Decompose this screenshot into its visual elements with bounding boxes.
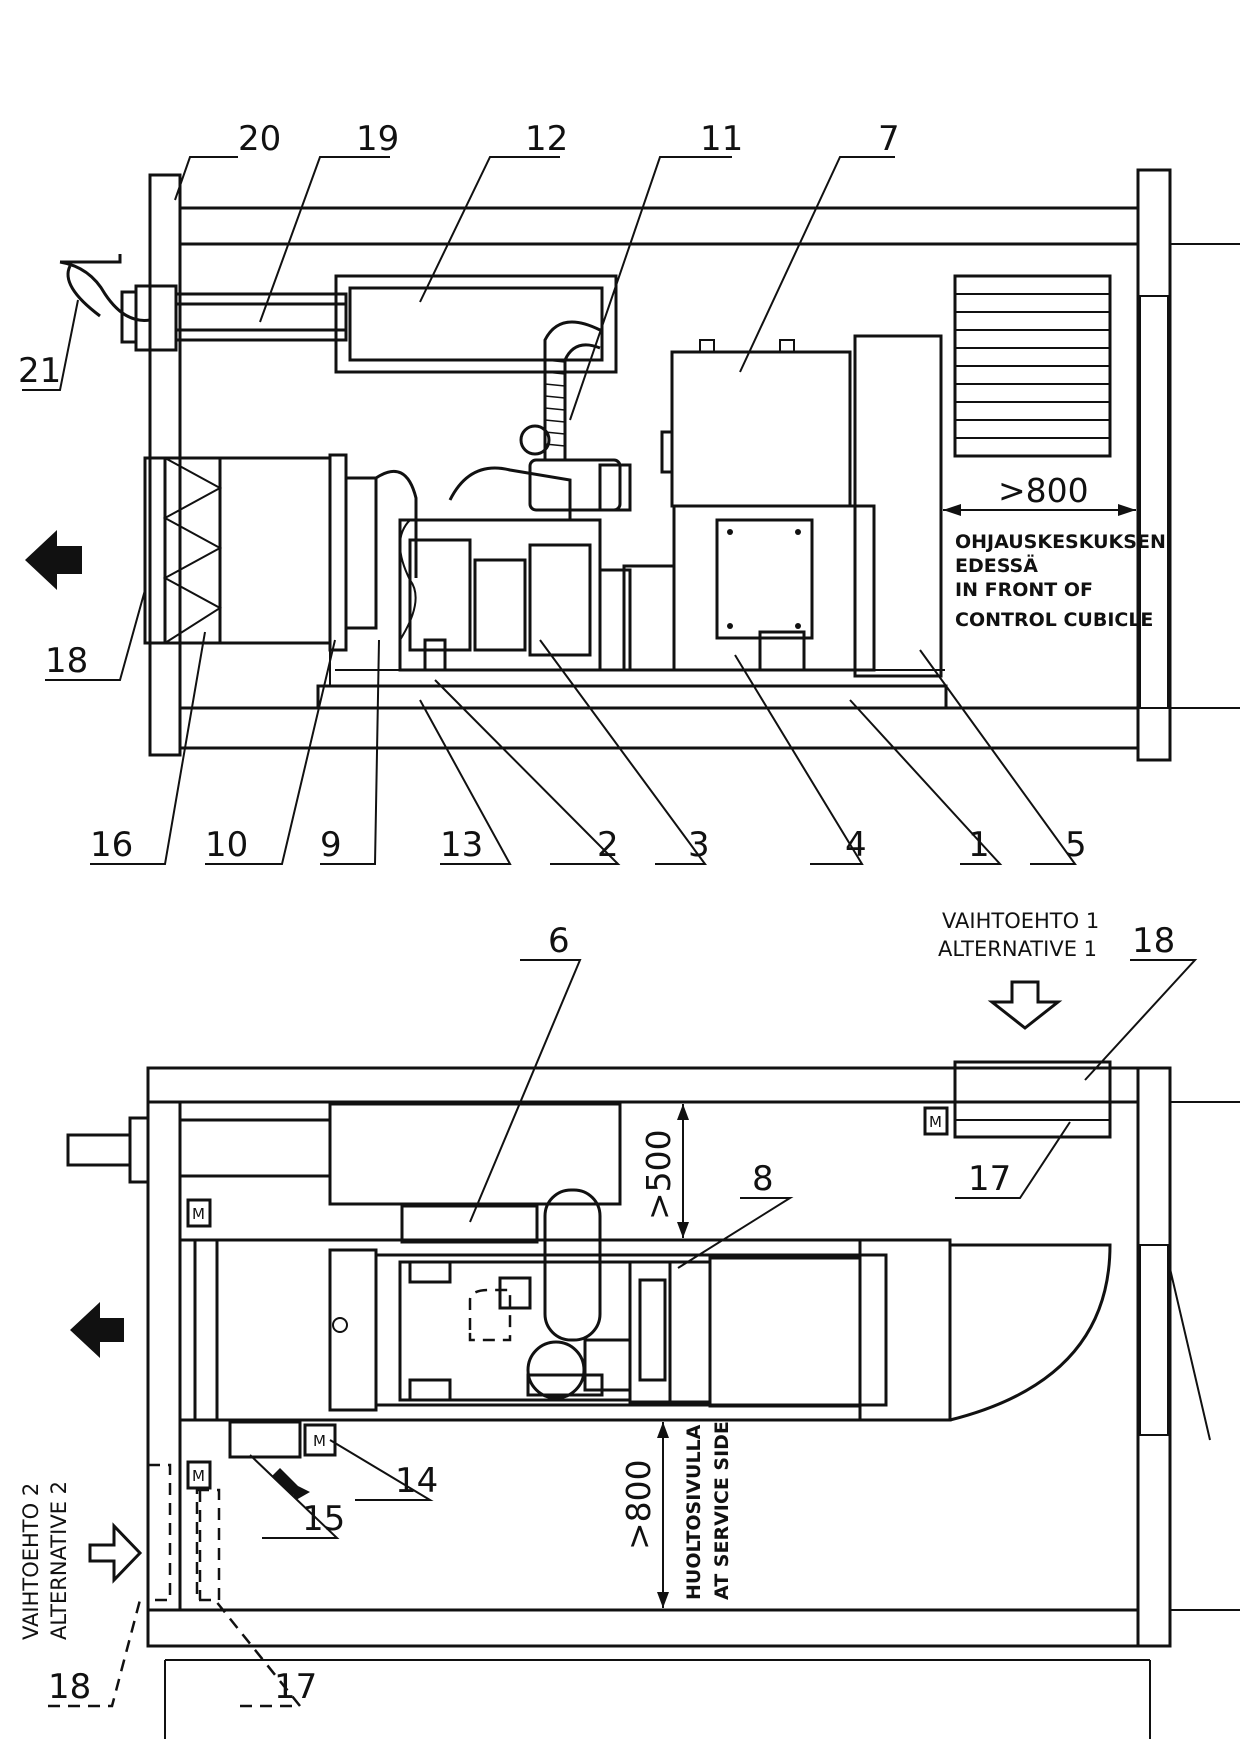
plan-door-leaf	[1139, 1244, 1169, 1436]
label-18-alt2: 18	[48, 1667, 91, 1707]
label-3: 3	[688, 825, 710, 865]
airflow-out-arrow-plan	[70, 1302, 124, 1358]
label-13: 13	[440, 825, 483, 865]
label-14: 14	[395, 1461, 438, 1501]
plan-left-wall	[146, 1100, 182, 1612]
label-15: 15	[302, 1499, 345, 1539]
dimension-top-clearance: >500	[639, 1129, 678, 1220]
alt1-label-fi: VAIHTOEHTO 1	[942, 909, 1099, 933]
label-20: 20	[238, 119, 281, 159]
label-17-alt2: 17	[274, 1667, 317, 1707]
alt2-label-en: ALTERNATIVE 2	[47, 1481, 71, 1640]
motor-m-alt1	[923, 1106, 949, 1136]
label-1: 1	[968, 825, 990, 865]
plan-view: M M M M >500 >800 HUOLTOSIVULLA AT SERVI…	[19, 909, 1240, 1739]
label-18-top: 18	[45, 641, 88, 681]
note-control-fi-2: EDESSÄ	[955, 553, 1038, 577]
label-16: 16	[90, 825, 133, 865]
plan-door-swing	[949, 1243, 1112, 1422]
alt2-inlet-louvre	[146, 1463, 172, 1602]
plan-top-wall	[146, 1066, 1140, 1104]
svg-text:M: M	[192, 1205, 205, 1223]
service-arrow	[272, 1468, 310, 1500]
label-2: 2	[597, 825, 619, 865]
door-frame	[1139, 295, 1169, 709]
label-5: 5	[1065, 825, 1087, 865]
note-service-en: AT SERVICE SIDE	[711, 1421, 733, 1600]
motor-m-damper-top	[186, 1198, 212, 1228]
plan-bottom-wall	[146, 1608, 1140, 1648]
plan-exhaust-pipe	[66, 1133, 132, 1167]
plan-air-filter	[543, 1188, 602, 1342]
svg-text:M: M	[929, 1113, 942, 1131]
plan-right-wall	[1136, 1066, 1172, 1648]
floor-slab	[178, 706, 1142, 750]
label-11: 11	[700, 119, 743, 159]
label-12: 12	[525, 119, 568, 159]
elevation-view: >800 OHJAUSKESKUKSEN EDESSÄ IN FRONT OF …	[18, 119, 1240, 865]
control-cubicle	[853, 334, 943, 678]
note-control-en-1: IN FRONT OF	[955, 579, 1093, 601]
plan-engine-hidden	[468, 1288, 512, 1342]
plan-fuel-tank	[400, 1204, 539, 1244]
room-interior	[178, 242, 1140, 710]
alt1-air-in-arrow	[987, 980, 1063, 1030]
left-wall	[148, 173, 182, 757]
svg-text:M: M	[192, 1467, 205, 1485]
label-8: 8	[752, 1159, 774, 1199]
alt2-air-in-arrow	[88, 1522, 143, 1584]
right-wall	[1136, 168, 1172, 762]
alt1-label-en: ALTERNATIVE 1	[938, 937, 1097, 961]
flexible-bellows	[543, 320, 601, 460]
control-panel	[670, 350, 852, 508]
alt2-damper	[195, 1488, 221, 1602]
plan-control-cubicle	[858, 1238, 952, 1422]
label-7: 7	[878, 119, 900, 159]
dimension-service-side: >800	[619, 1459, 658, 1550]
plan-battery	[228, 1420, 302, 1459]
silencer	[334, 274, 618, 374]
motor-m-14	[303, 1423, 337, 1457]
dimension-front-control: >800	[998, 471, 1089, 510]
label-10: 10	[205, 825, 248, 865]
fan-guard	[344, 476, 378, 630]
plan-engine-frame	[374, 1253, 888, 1407]
label-9: 9	[320, 825, 342, 865]
base-frame	[316, 684, 948, 710]
plan-damper	[193, 1238, 219, 1422]
airflow-out-arrow-top	[25, 530, 82, 590]
label-19: 19	[356, 119, 399, 159]
motor-m-alt2	[186, 1460, 212, 1490]
label-21: 21	[18, 351, 61, 391]
svg-text:M: M	[313, 1432, 326, 1450]
label-17-alt1: 17	[968, 1159, 1011, 1199]
label-4: 4	[845, 825, 867, 865]
label-6: 6	[548, 921, 570, 961]
note-control-fi-1: OHJAUSKESKUKSEN	[955, 531, 1166, 553]
note-control-en-2: CONTROL CUBICLE	[955, 609, 1153, 631]
alt2-label-fi: VAIHTOEHTO 2	[19, 1483, 43, 1640]
note-service-fi: HUOLTOSIVULLA	[683, 1424, 705, 1600]
plan-silencer	[328, 1102, 622, 1206]
label-18-alt1: 18	[1132, 921, 1175, 961]
ceiling-slab	[178, 206, 1142, 246]
